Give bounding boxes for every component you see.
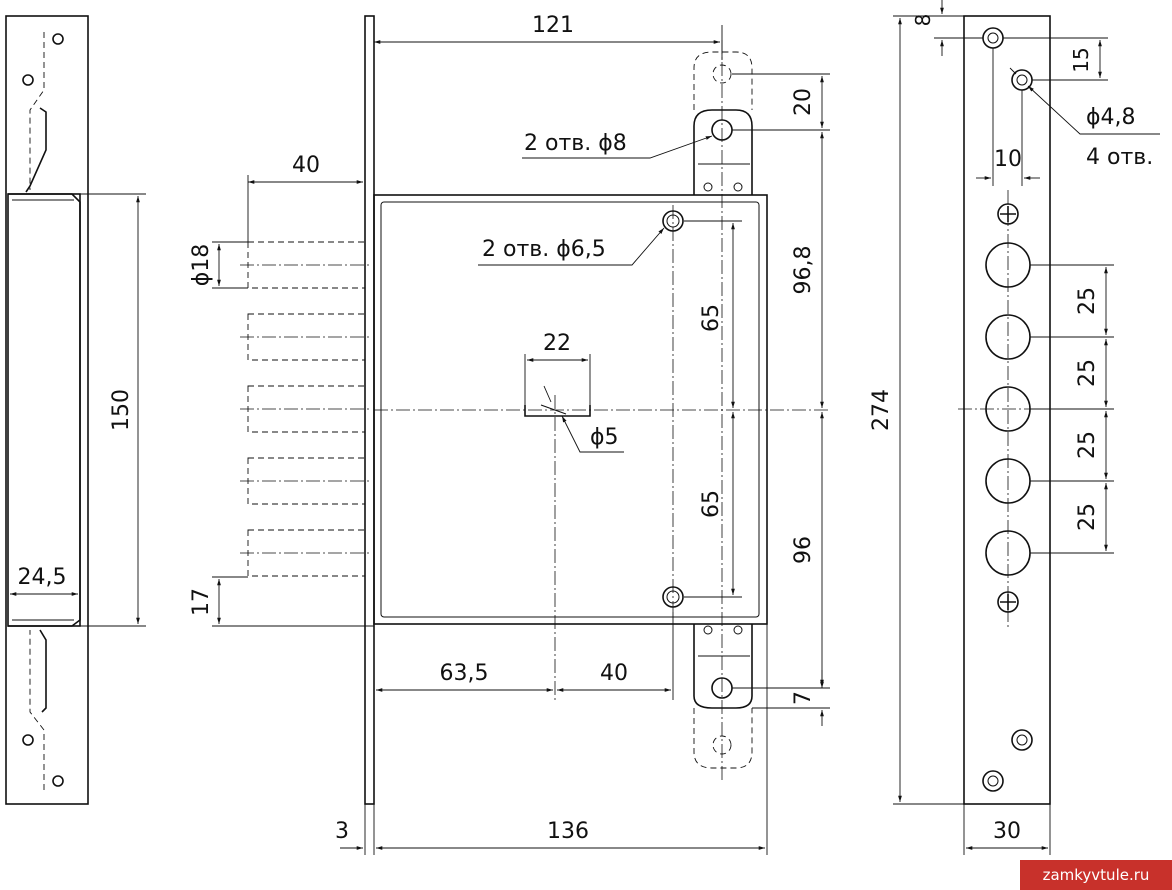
dim-30: 30 (993, 819, 1021, 844)
strike-plate-outline (5, 15, 89, 805)
strike-pocket (7, 193, 81, 627)
dim-20: 20 (791, 88, 816, 116)
dim-96: 96 (791, 536, 816, 564)
dim-8: 8 (911, 14, 935, 27)
dim-96-8: 96,8 (791, 246, 816, 295)
dim-2holes-phi8: 2 отв. ϕ8 (524, 131, 627, 156)
dim-phi4-8: ϕ4,8 (1086, 105, 1136, 130)
dim-17: 17 (189, 588, 214, 616)
dim-4holes: 4 отв. (1086, 145, 1153, 170)
dim-65-upper: 65 (699, 304, 724, 332)
dim-3: 3 (335, 819, 349, 844)
dim-150: 150 (109, 389, 134, 431)
lock-body-outline (373, 194, 768, 625)
dim-121: 121 (532, 13, 574, 38)
watermark-badge: zamkyvtule.ru (1020, 860, 1172, 890)
dim-63-5: 63,5 (440, 661, 489, 686)
dim-40-bottom: 40 (600, 661, 628, 686)
dim-10: 10 (994, 147, 1022, 172)
lock-body-view: 121 40 ϕ18 17 2 отв. ϕ8 2 отв. ϕ6,5 22 ϕ… (189, 13, 830, 855)
dim-phi18: ϕ18 (189, 244, 214, 287)
dim-40-top: 40 (292, 153, 320, 178)
dim-24-5: 24,5 (18, 565, 67, 590)
faceplate-front-view: 25 25 25 25 274 8 15 ϕ4,8 4 отв. 10 30 (869, 0, 1160, 855)
dim-25-1: 25 (1075, 287, 1100, 315)
faceplate-outline (963, 15, 1051, 805)
dim-22: 22 (543, 331, 571, 356)
dim-25-3: 25 (1075, 431, 1100, 459)
dim-274: 274 (869, 389, 894, 431)
dim-136: 136 (547, 819, 589, 844)
faceplate-edge (364, 15, 375, 805)
dim-2holes-phi6-5: 2 отв. ϕ6,5 (482, 237, 606, 262)
dim-15: 15 (1069, 47, 1093, 72)
dim-phi5: ϕ5 (590, 425, 619, 450)
bolts (240, 241, 372, 577)
dim-7: 7 (791, 691, 816, 705)
dim-25-2: 25 (1075, 359, 1100, 387)
dim-65-lower: 65 (699, 490, 724, 518)
dim-25-4: 25 (1075, 503, 1100, 531)
strike-plate-view: 150 24,5 (5, 15, 146, 805)
